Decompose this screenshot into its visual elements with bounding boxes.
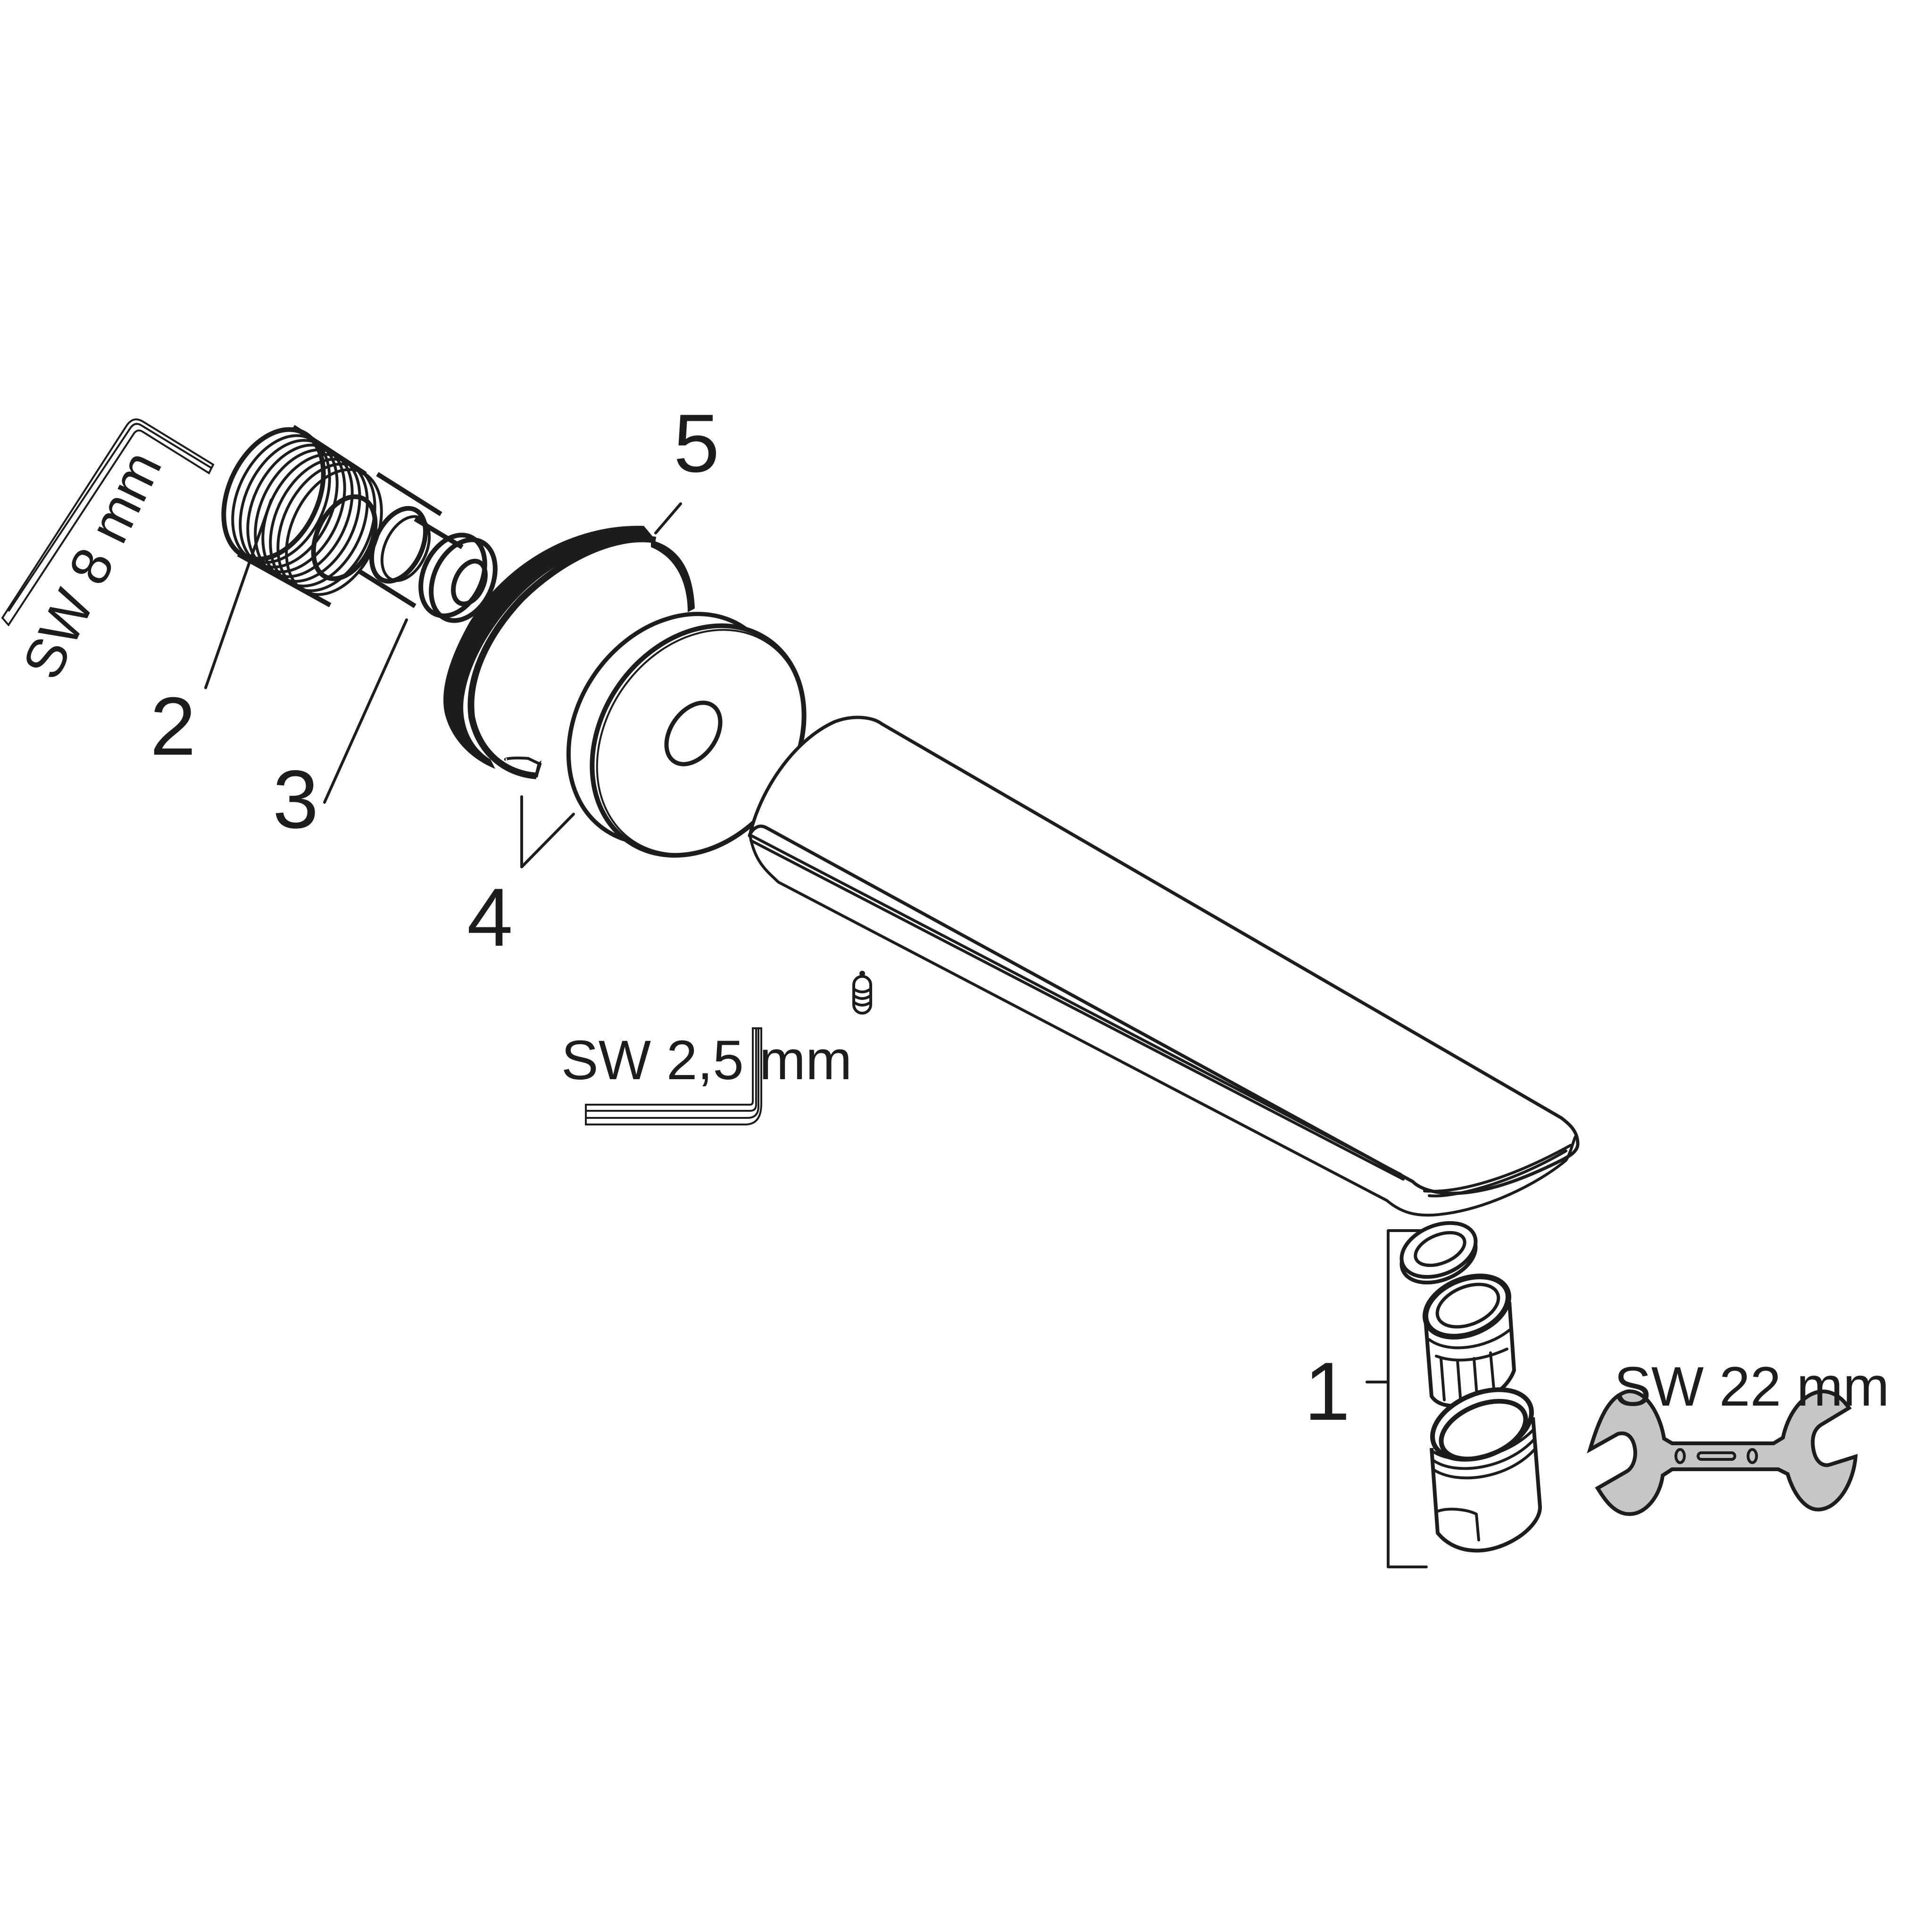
open-end-wrench-22mm-icon	[1587, 1389, 1858, 1516]
rosette-cover-part	[566, 612, 807, 858]
part-label-3: 3	[273, 754, 318, 846]
label-sw-22mm: SW 22 mm	[1614, 1356, 1890, 1418]
label-sw-2-5mm: SW 2,5 mm	[561, 1029, 852, 1091]
seal-ring-and-retaining-ring	[443, 525, 695, 779]
set-screw-part	[852, 971, 872, 1015]
spout-body-part	[748, 716, 1580, 1217]
connector-nipple-part	[357, 472, 498, 623]
leader-line-5	[654, 502, 682, 534]
part-label-2: 2	[150, 681, 196, 773]
aerator-insert-part	[1422, 1274, 1516, 1408]
hex-key-8mm-icon	[1, 418, 215, 627]
part-label-1: 1	[1304, 1346, 1350, 1438]
leader-line-2	[204, 499, 273, 689]
aerator-washer-part	[1399, 1221, 1478, 1285]
leader-line-3	[323, 618, 408, 804]
hex-key-2-5mm-icon	[585, 1027, 762, 1125]
part-label-5: 5	[674, 398, 719, 490]
aerator-housing-part	[1430, 1387, 1542, 1553]
aerator-set-bracket	[1366, 1229, 1428, 1568]
part-label-4: 4	[467, 872, 513, 964]
leader-line-4	[520, 795, 575, 868]
